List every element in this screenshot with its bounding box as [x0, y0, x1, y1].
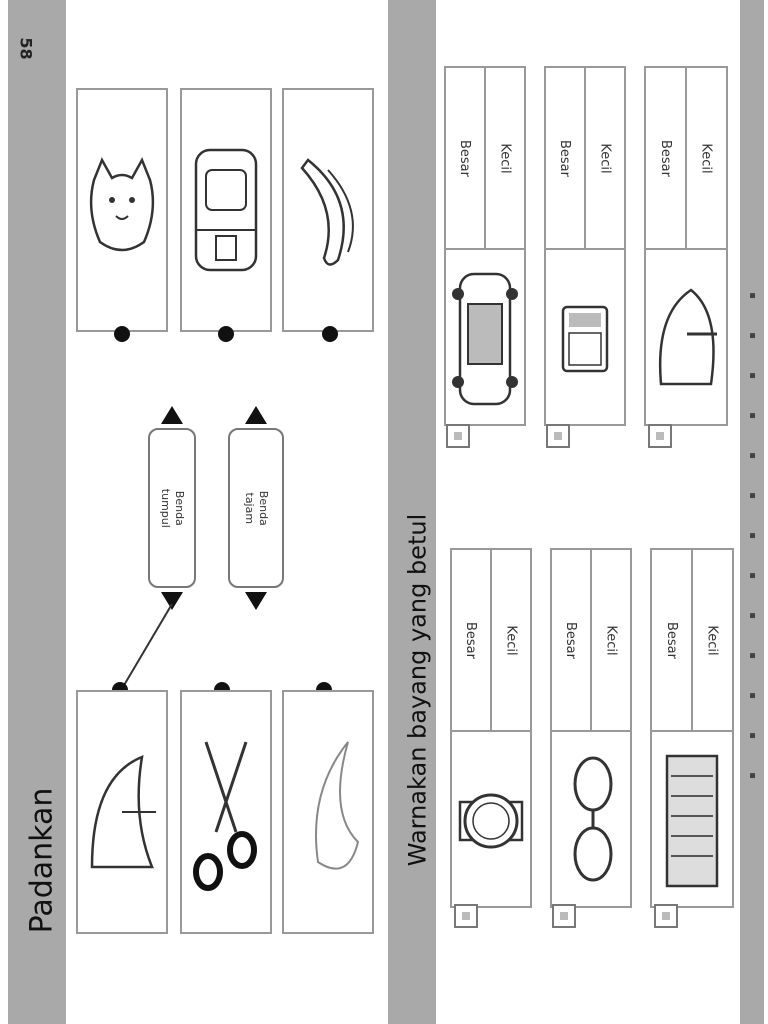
match-section-title: Padankan [24, 787, 60, 933]
edge-mark: ▪ [746, 291, 758, 299]
banana-illustration [300, 158, 354, 266]
bag-illustration [194, 148, 258, 272]
picture-box-bag [180, 88, 272, 332]
arrow-up-icon [245, 406, 267, 424]
size-card-calculator: Besar Kecil [544, 66, 626, 426]
calculator-illustration [561, 305, 609, 373]
option-small[interactable]: Kecil [691, 550, 732, 730]
size-card-book: Besar Kecil [650, 548, 734, 908]
match-dot[interactable] [114, 326, 130, 342]
book-illustration [665, 754, 719, 888]
size-card-watch: Besar Kecil [450, 548, 532, 908]
picture-box-banana [282, 88, 374, 332]
middle-band [388, 0, 436, 1024]
arrow-down-icon [161, 592, 183, 610]
edge-mark: ▪ [746, 651, 758, 659]
answer-checkbox[interactable] [446, 424, 470, 448]
option-small[interactable]: Kecil [584, 68, 624, 248]
watch-illustration [458, 793, 524, 849]
scissors-illustration [193, 741, 257, 891]
knife-illustration [315, 741, 360, 870]
option-big[interactable]: Besar [557, 139, 573, 177]
edge-mark: ▪ [746, 531, 758, 539]
cat-illustration [89, 157, 155, 252]
connecting-line [119, 603, 173, 693]
answer-checkbox[interactable] [654, 904, 678, 928]
edge-mark: ▪ [746, 731, 758, 739]
option-big[interactable]: Besar [457, 139, 473, 177]
umbrella-illustration [90, 755, 156, 869]
right-margin-band [740, 0, 764, 1024]
edge-mark: ▪ [746, 491, 758, 499]
tree-illustration [658, 288, 717, 386]
option-small[interactable]: Kecil [590, 550, 630, 730]
option-big[interactable]: Besar [663, 621, 679, 659]
answer-checkbox[interactable] [454, 904, 478, 928]
match-dot[interactable] [218, 326, 234, 342]
edge-mark: ▪ [746, 771, 758, 779]
color-section-title: Warnakan bayang yang betul [403, 513, 431, 867]
size-card-glasses: Besar Kecil [550, 548, 632, 908]
match-dot[interactable] [322, 326, 338, 342]
car-illustration [452, 272, 518, 406]
edge-mark: ▪ [746, 411, 758, 419]
prompt-pill-sharp: Benda tajam [228, 428, 284, 588]
arrow-up-icon [161, 406, 183, 424]
option-big[interactable]: Besar [563, 621, 579, 659]
option-big[interactable]: Besar [657, 139, 673, 177]
edge-mark: ▪ [746, 331, 758, 339]
page-number: 58 [16, 36, 36, 60]
answer-checkbox[interactable] [648, 424, 672, 448]
edge-mark: ▪ [746, 371, 758, 379]
edge-mark: ▪ [746, 451, 758, 459]
arrow-down-icon [245, 592, 267, 610]
edge-mark: ▪ [746, 611, 758, 619]
picture-box-knife [282, 690, 374, 934]
picture-box-scissors [180, 690, 272, 934]
size-card-car: Besar Kecil [444, 66, 526, 426]
option-small[interactable]: Kecil [490, 550, 530, 730]
picture-box-cat [76, 88, 168, 332]
left-margin-band [8, 0, 66, 1024]
edge-mark: ▪ [746, 571, 758, 579]
option-small[interactable]: Kecil [484, 68, 524, 248]
option-big[interactable]: Besar [463, 621, 479, 659]
size-card-tree: Besar Kecil [644, 66, 728, 426]
edge-mark: ▪ [746, 691, 758, 699]
answer-checkbox[interactable] [546, 424, 570, 448]
answer-checkbox[interactable] [552, 904, 576, 928]
prompt-pill-dull: Benda tumpul [148, 428, 196, 588]
glasses-illustration [573, 756, 613, 882]
option-small[interactable]: Kecil [685, 68, 726, 248]
picture-box-umbrella [76, 690, 168, 934]
